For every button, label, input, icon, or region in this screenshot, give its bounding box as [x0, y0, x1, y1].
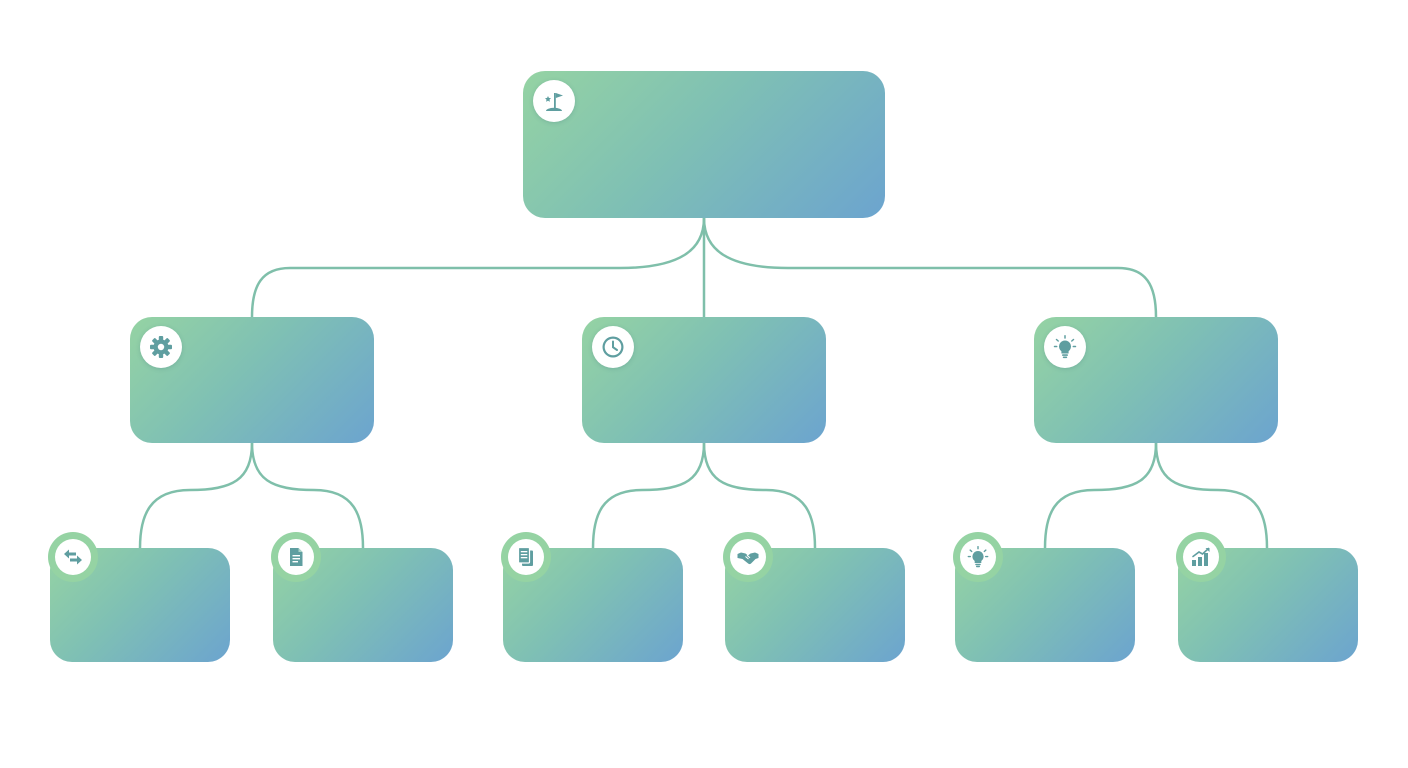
level2-badge-3	[1044, 326, 1086, 368]
growth-chart-icon	[1192, 547, 1210, 566]
level3-badge-6	[1183, 539, 1219, 575]
connector-center-to-child1	[591, 441, 706, 550]
connector-right-to-child2	[1154, 441, 1269, 550]
level3-badge-2	[278, 539, 314, 575]
handshake-icon	[737, 552, 759, 565]
documents-icon	[517, 546, 533, 566]
connector-root-to-right	[702, 216, 1158, 319]
connector-right-to-child1	[1043, 441, 1158, 550]
level3-badge-3	[508, 539, 544, 575]
arrows-exchange-icon	[64, 549, 82, 565]
gear-icon	[150, 336, 172, 358]
level3-badge-4	[730, 539, 766, 575]
flag-star-icon	[545, 93, 563, 111]
level3-badge-5	[960, 539, 996, 575]
connector-left-to-child2	[250, 441, 365, 550]
root-badge	[533, 80, 575, 122]
lightbulb-icon	[967, 545, 989, 568]
clock-icon	[602, 336, 624, 358]
root-node	[523, 71, 885, 218]
level2-badge-2	[592, 326, 634, 368]
level2-badge-1	[140, 326, 182, 368]
connector-center-to-child2	[702, 441, 817, 550]
document-icon	[290, 548, 303, 566]
lightbulb-icon	[1053, 335, 1077, 359]
connector-root-to-left	[250, 216, 706, 319]
level3-badge-1	[55, 539, 91, 575]
connector-left-to-child1	[138, 441, 254, 550]
